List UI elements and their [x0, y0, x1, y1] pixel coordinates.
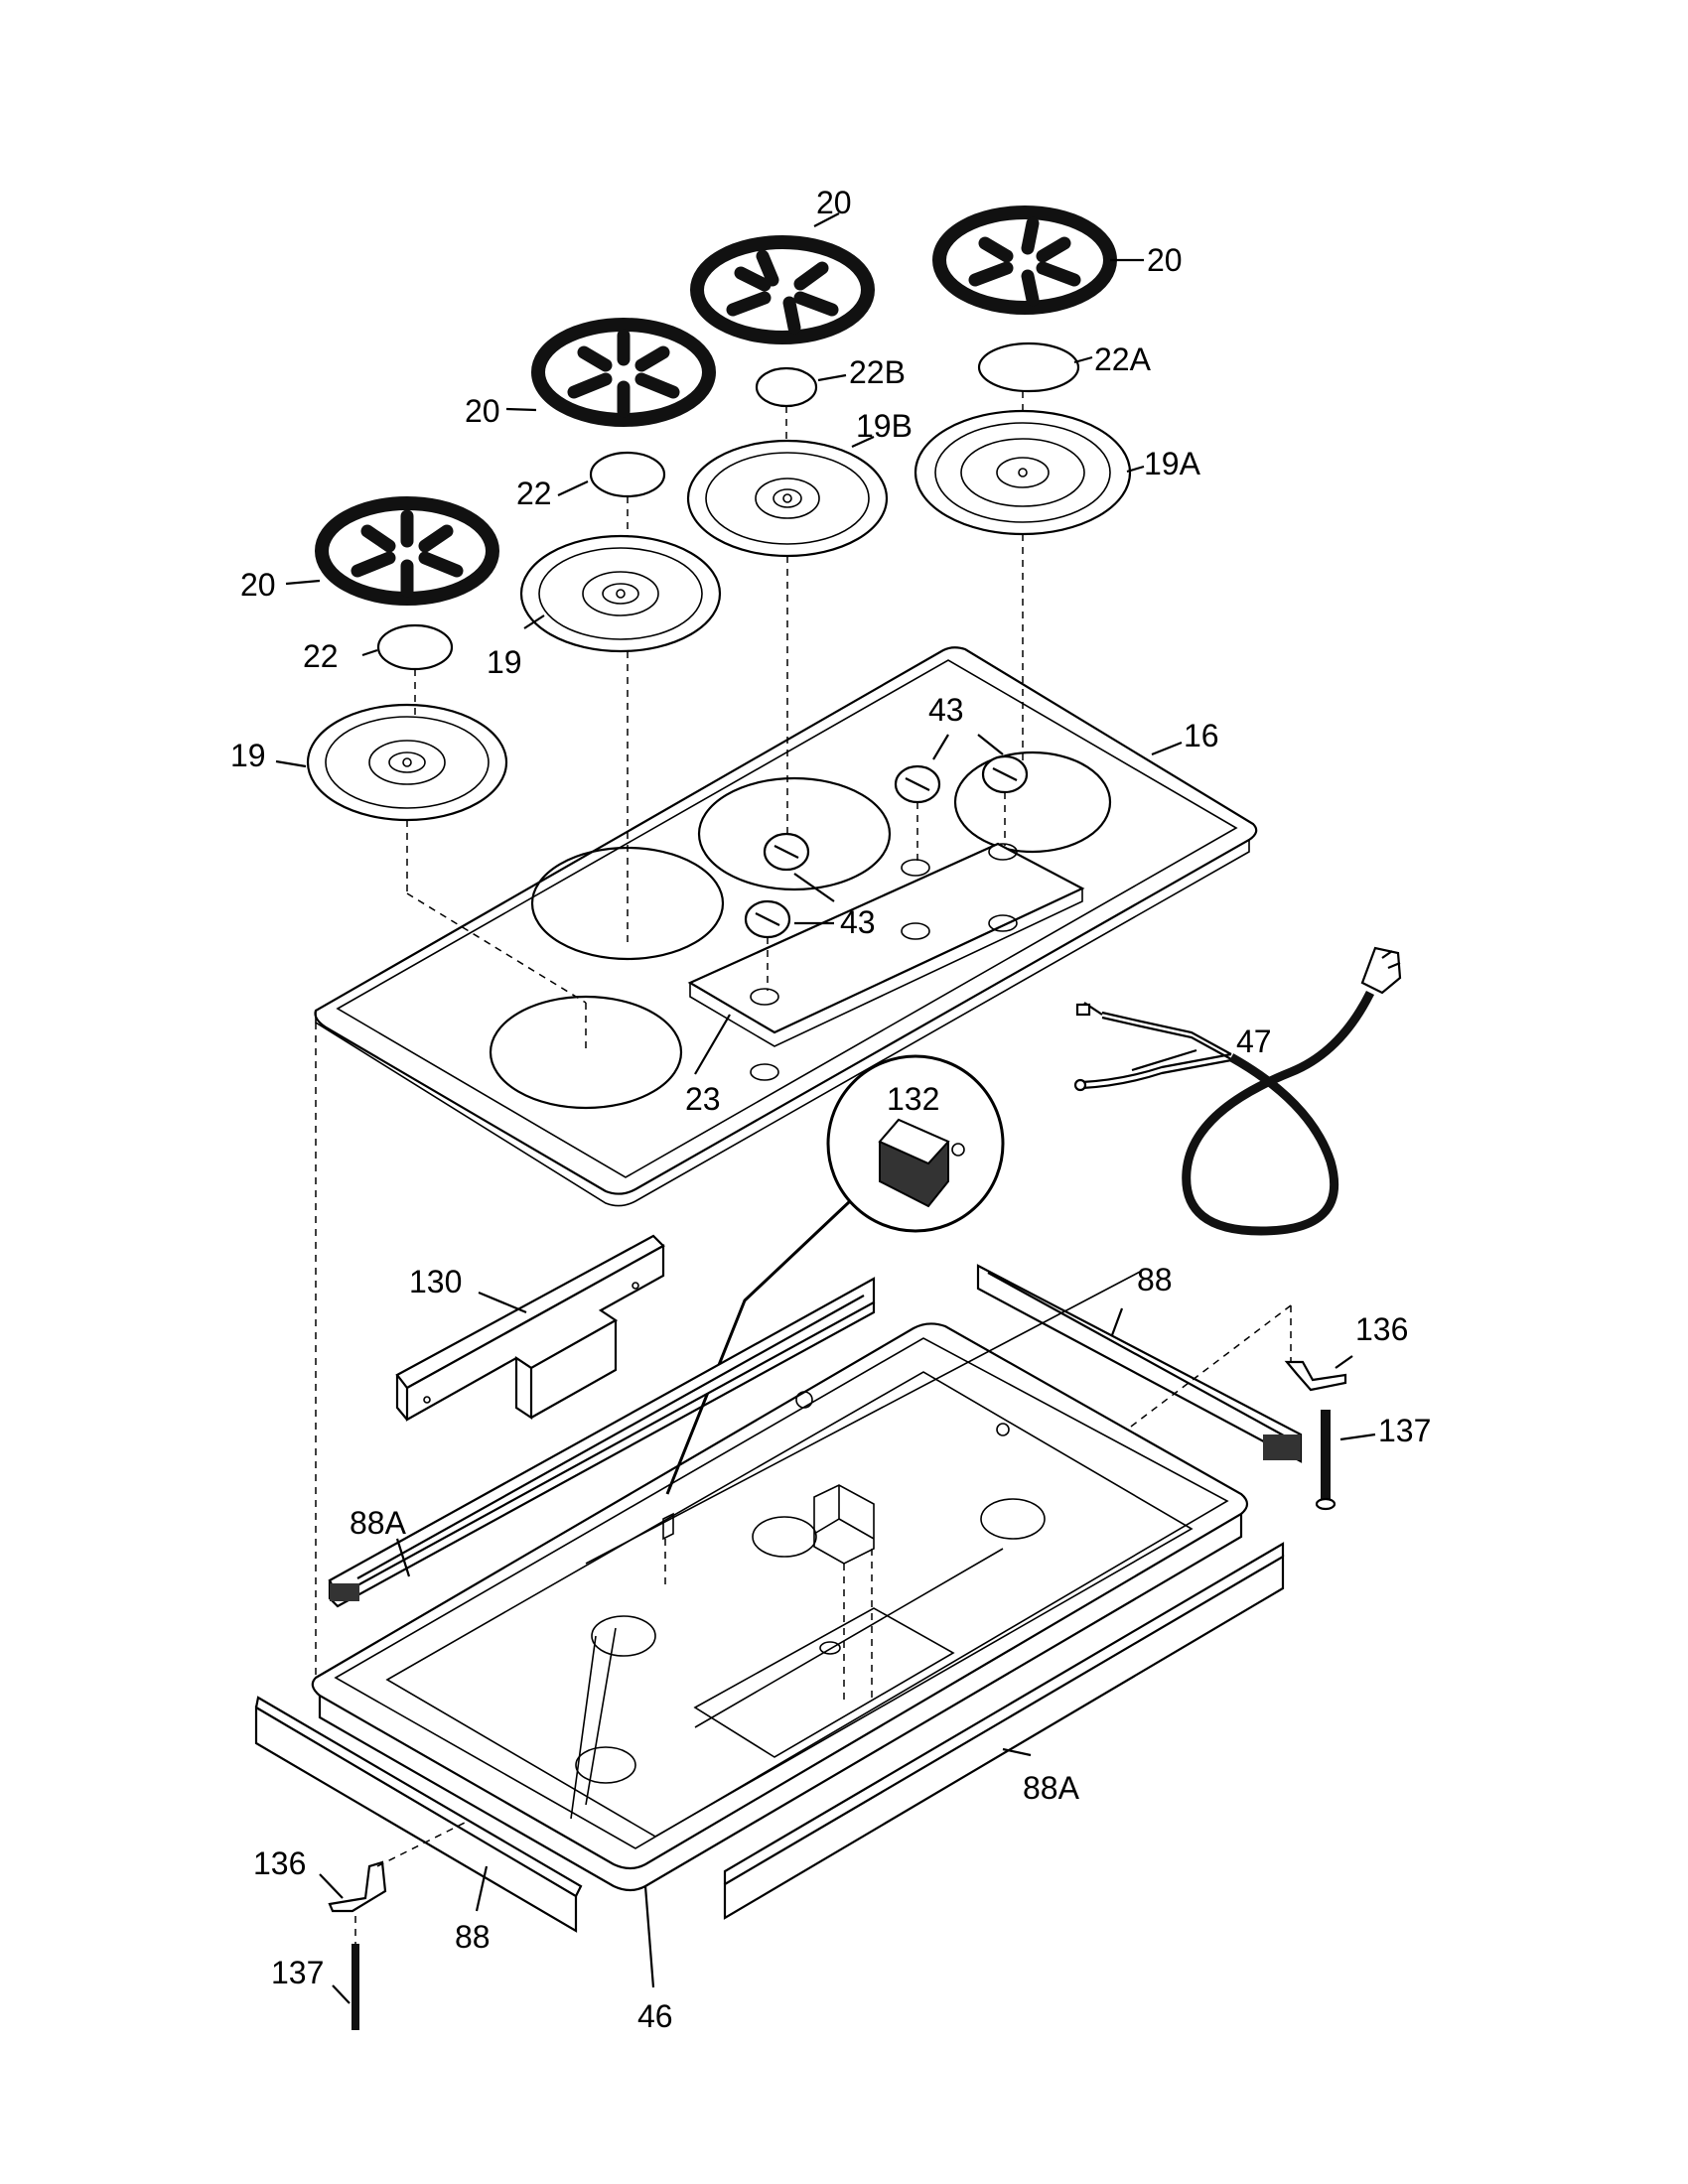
label-grate-front-left: 20: [240, 567, 276, 603]
label-cap-right: 22A: [1094, 341, 1152, 377]
label-clip-left: 136: [253, 1845, 306, 1881]
label-knobs-lower: 43: [840, 904, 876, 940]
label-inset-part: 132: [887, 1081, 939, 1117]
alignment-lines-burners: [406, 391, 1024, 1052]
label-cooktop: 16: [1184, 718, 1219, 753]
trim-front-right: [723, 1542, 1285, 1920]
trim-front-left: [254, 1696, 583, 1933]
label-head-rear-left: 19: [487, 644, 522, 680]
screw-left: [352, 1916, 359, 2030]
label-trim-front-right: 88A: [1023, 1770, 1080, 1806]
label-head-front-left: 19: [230, 738, 266, 773]
grate-rear-left: [531, 318, 716, 427]
knob-upper-left: [894, 764, 941, 862]
label-screw-left: 137: [271, 1955, 324, 1990]
label-power-cord: 47: [1236, 1024, 1272, 1059]
burner-head-right: [914, 409, 1132, 536]
label-grate-rear-left: 20: [465, 393, 500, 429]
leader-lines: [275, 212, 1376, 2004]
clip-right: [1126, 1304, 1347, 1431]
label-clip-right: 136: [1355, 1311, 1408, 1347]
label-head-center: 19B: [856, 408, 913, 444]
knob-upper-right: [981, 754, 1029, 846]
label-control-panel: 23: [685, 1081, 721, 1117]
cap-right: [977, 341, 1080, 393]
burner-head-rear-left: [519, 534, 722, 653]
power-cord: [1073, 946, 1402, 1236]
bracket-130: [395, 1234, 665, 1422]
trim-rear-left: [328, 1277, 876, 1608]
inset-magnifier: [665, 1054, 1005, 1495]
clip-left: [328, 1821, 468, 1913]
grate-center: [690, 235, 875, 344]
label-screw-right: 137: [1378, 1413, 1431, 1448]
label-head-right: 19A: [1144, 446, 1201, 481]
screw-right: [1315, 1410, 1336, 1511]
grate-front-left: [315, 496, 499, 606]
label-cap-center: 22B: [849, 354, 906, 390]
cap-center: [755, 366, 818, 408]
knob-lower-left: [744, 899, 791, 991]
burner-box: [311, 1270, 1249, 1892]
label-bracket-130: 130: [409, 1264, 462, 1299]
label-grate-right: 20: [1147, 242, 1183, 278]
burner-head-front-left: [306, 703, 508, 822]
label-trim-rear-right: 88: [1137, 1262, 1173, 1297]
label-trim-front-left: 88: [455, 1919, 491, 1955]
label-knobs-upper: 43: [928, 692, 964, 728]
cap-front-left: [376, 623, 454, 671]
label-grate-center: 20: [816, 185, 852, 220]
cooktop: [314, 646, 1258, 1207]
cap-rear-left: [589, 451, 666, 498]
grate-right: [932, 205, 1117, 315]
knob-lower-center: [763, 832, 810, 872]
label-trim-rear-left: 88A: [350, 1505, 407, 1541]
label-burner-box: 46: [637, 1998, 673, 2034]
label-cap-front-left: 22: [303, 638, 339, 674]
label-cap-rear-left: 22: [516, 476, 552, 511]
burner-head-center: [686, 439, 889, 558]
control-panel: [687, 842, 1085, 1081]
